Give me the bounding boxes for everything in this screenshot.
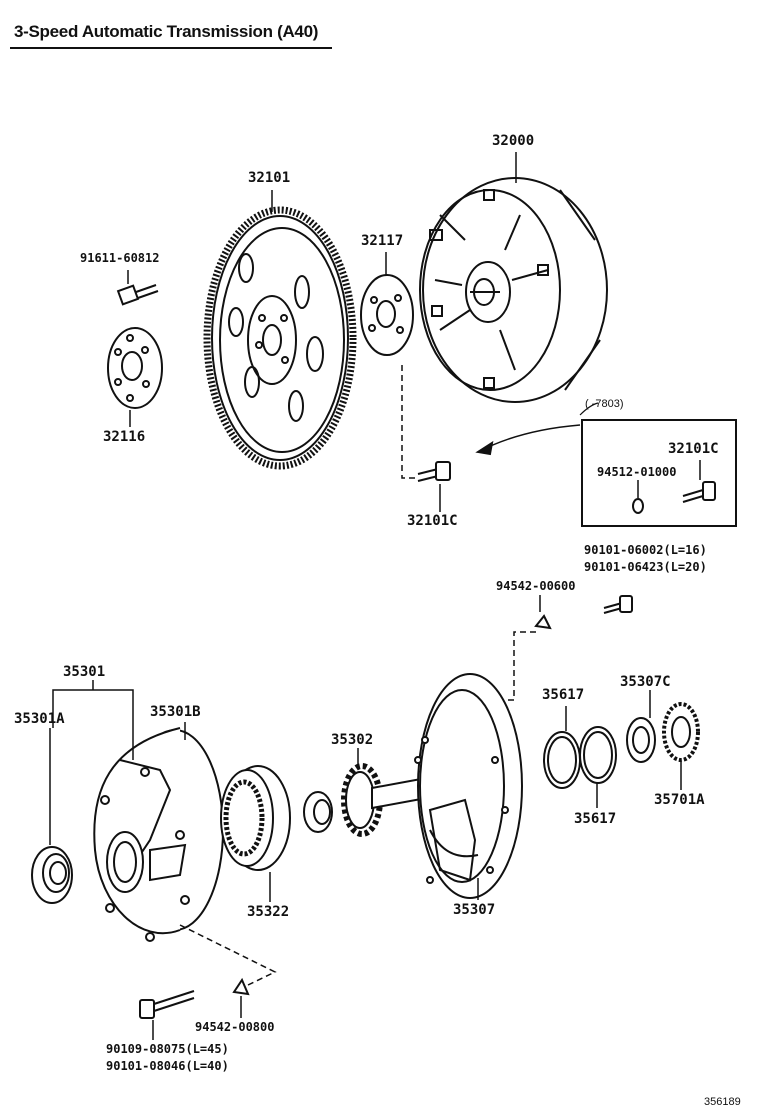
label-94542-00600: 94542-00600 (496, 579, 576, 593)
diagram-title: 3-Speed Automatic Transmission (A40) (14, 22, 319, 41)
label-35302: 35302 (331, 732, 374, 748)
label-32101: 32101 (248, 170, 291, 186)
label-90101-08046: 90101-08046(L=40) (106, 1059, 229, 1073)
plate-32117 (360, 274, 414, 356)
stator-shaft-35307 (371, 673, 523, 899)
figure-number: 356189 (704, 1096, 741, 1108)
label-35617-bottom: 35617 (574, 811, 617, 827)
label-91611-60812: 91611-60812 (80, 251, 160, 265)
torque-converter (419, 177, 608, 403)
label-32101c-inset: 32101C (668, 441, 719, 457)
label-32117: 32117 (361, 233, 404, 249)
label-32116: 32116 (103, 429, 146, 445)
label-35701a: 35701A (654, 792, 705, 808)
bolt-90101-06 (603, 595, 633, 614)
thrust-washer-35307c (626, 717, 656, 763)
bolt-91611 (116, 284, 159, 306)
drive-plate-ring-gear (203, 206, 357, 470)
label-90101-06423: 90101-06423(L=20) (584, 560, 707, 574)
label-35301: 35301 (63, 664, 106, 680)
inset-parts (632, 481, 716, 514)
label-35307c: 35307C (620, 674, 671, 690)
dashed-leader-bottom (179, 924, 277, 986)
label-90101-06002: 90101-06002(L=16) (584, 543, 707, 557)
label-35301b: 35301B (150, 704, 201, 720)
label-35322: 35322 (247, 904, 290, 920)
label-inset-note: ( -7803) (585, 398, 624, 410)
inset-box (475, 402, 737, 527)
label-32101c-main: 32101C (407, 513, 458, 529)
label-35301a: 35301A (14, 711, 65, 727)
oil-seal-35301a (31, 846, 73, 904)
label-90109-08075: 90109-08075(L=45) (106, 1042, 229, 1056)
label-35617-top: 35617 (542, 687, 585, 703)
thrust-bearing-35701a (662, 702, 700, 762)
title-underline (10, 47, 332, 49)
oil-pump-body (93, 727, 224, 942)
label-94512-01000: 94512-01000 (597, 465, 677, 479)
bracket-35301 (52, 689, 134, 760)
drive-gear-35302 (303, 763, 383, 837)
label-94542-00800: 94542-00800 (195, 1020, 275, 1034)
label-35307: 35307 (453, 902, 496, 918)
spacer-plate-32116 (107, 327, 163, 409)
bolt-32101c (401, 365, 451, 482)
seal-rings-35617 (543, 726, 617, 789)
dashed-leader-pump (504, 631, 536, 701)
bolt-90109 (139, 990, 195, 1019)
nut-94542-00800 (232, 977, 250, 996)
label-32000: 32000 (492, 133, 535, 149)
driven-gear-35322 (220, 765, 291, 871)
nut-94542-00600 (534, 614, 552, 630)
